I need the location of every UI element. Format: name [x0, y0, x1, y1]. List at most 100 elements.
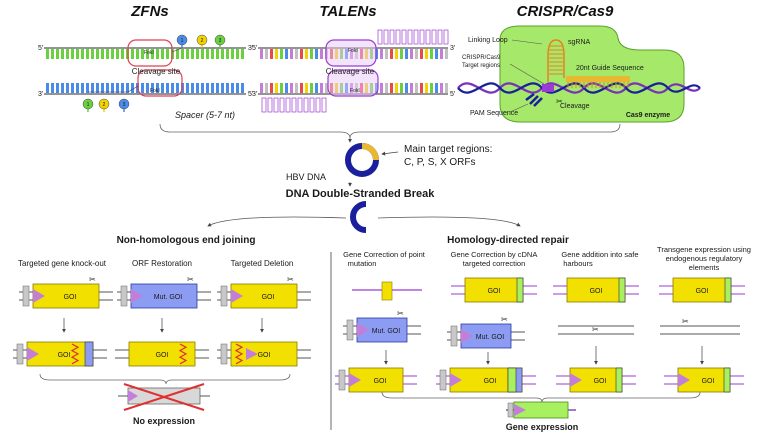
zfn-base-pair: [146, 83, 149, 93]
tale-repeat: [279, 97, 285, 113]
nhej-col1-title: Targeted gene knock-out: [18, 259, 107, 268]
promoter-arrow: [461, 329, 473, 343]
scissor-icon: ✂: [556, 97, 563, 106]
promoter-arrow: [349, 373, 361, 387]
promoter-arrow: [131, 289, 143, 303]
gene-cap: [220, 343, 228, 365]
zfn-base-pair: [46, 83, 49, 93]
talen-base-pair: [440, 49, 443, 59]
zfn-base-pair: [176, 83, 179, 93]
tale-repeat: [407, 29, 413, 45]
nhej-grouping-brace: [39, 373, 291, 385]
zfn-base-pair: [86, 83, 89, 93]
talen-base-pair: [405, 49, 408, 59]
zfn-base-pair: [236, 49, 239, 59]
tale-repeat: [261, 97, 267, 113]
scissor-icon: ✂: [187, 275, 194, 284]
tale-repeat: [395, 29, 401, 45]
zfn-base-pair: [241, 49, 244, 59]
talen-base-pair: [310, 83, 313, 93]
guide-sequence-label: 20nt Guide Sequence: [576, 65, 644, 72]
talen-base-pair: [265, 83, 268, 93]
zfn-base-pair: [126, 83, 129, 93]
talen-base-pair: [410, 49, 413, 59]
gene-expression-label: Gene expression: [506, 422, 579, 432]
zfn-base-pair: [186, 49, 189, 59]
no-expression-construct: [118, 383, 210, 411]
linking-loop-label: Linking Loop: [468, 37, 508, 44]
gene-exp-cap: [507, 402, 514, 418]
zfn-base-pair: [191, 49, 194, 59]
hdr-col2-title-b: targeted correction: [463, 259, 526, 268]
gene-exp-promoter: [514, 404, 526, 416]
gene-cap: [22, 285, 30, 307]
zfn-base-pair: [161, 49, 164, 59]
talen-base-pair: [265, 49, 268, 59]
pam-label: PAM Sequence: [470, 110, 518, 117]
zfn-base-pair: [141, 49, 144, 59]
point-donor: [381, 281, 393, 301]
talen-5prime-b: 5': [450, 91, 455, 98]
talen-base-pair: [430, 49, 433, 59]
hbv-target-arc: [361, 143, 379, 161]
talen-base-pair: [320, 83, 323, 93]
promoter-arrow: [27, 347, 39, 361]
crispr-target-pointer: [509, 63, 545, 85]
talen-base-pair: [260, 49, 263, 59]
gene-label: GOI: [156, 352, 169, 359]
zfn-base-pair: [166, 83, 169, 93]
zfn-base-pair: [201, 49, 204, 59]
talen-base-pair: [285, 49, 288, 59]
zfn-linker-top: [171, 47, 220, 53]
talen-base-pair: [275, 83, 278, 93]
tale-repeat: [303, 97, 309, 113]
talen-base-pair: [430, 83, 433, 93]
nhej-title: Non-homologous end joining: [117, 235, 256, 246]
gene-cap: [220, 285, 228, 307]
zinc-finger-number: 3: [219, 38, 222, 44]
gene-end-block: [723, 367, 731, 393]
zfn-base-pair: [51, 49, 54, 59]
hdr-col4-title-a: Transgene expression using: [657, 245, 751, 254]
zfn-base-pair: [196, 83, 199, 93]
zfn-base-pair: [96, 83, 99, 93]
talen-3prime-b: 3': [252, 91, 257, 98]
tale-repeat: [315, 97, 321, 113]
arrow-to-nhej: [207, 216, 347, 227]
talen-base-pair: [415, 49, 418, 59]
talen-base-pair: [280, 49, 283, 59]
zfn-base-pair: [151, 49, 154, 59]
zfn-base-pair: [106, 49, 109, 59]
talen-base-pair: [425, 49, 428, 59]
talen-base-pair: [300, 83, 303, 93]
talen-base-pair: [395, 83, 398, 93]
gene-box: [566, 277, 626, 303]
zfn-base-pair: [91, 83, 94, 93]
hbv-label: HBV DNA: [286, 172, 326, 182]
zfn-base-pair: [56, 83, 59, 93]
zinc-finger-number: 2: [201, 38, 204, 44]
zfn-base-pair: [231, 83, 234, 93]
sgrna-stem: [549, 45, 563, 75]
promoter-arrow: [33, 289, 45, 303]
gene-cap: [16, 343, 24, 365]
zfn-base-pair: [121, 49, 124, 59]
zinc-finger-icon: [118, 98, 130, 110]
broken-dna-circle: [350, 201, 367, 233]
tale-repeat: [401, 29, 407, 45]
talen-base-pair: [305, 83, 308, 93]
promoter-arrow: [231, 289, 243, 303]
zfn-base-pair: [66, 83, 69, 93]
zfn-base-pair: [156, 49, 159, 59]
hdr-col3-title-a: Gene addition into safe: [561, 250, 638, 259]
zfn-base-pair: [56, 49, 59, 59]
zfn-base-pair: [71, 83, 74, 93]
talen-base-pair: [400, 83, 403, 93]
tale-repeat: [425, 29, 431, 45]
scissor-icon: ✂: [592, 325, 599, 334]
gene-end-block: [84, 341, 94, 367]
zfn-base-pair: [91, 49, 94, 59]
zfn-base-pair: [226, 83, 229, 93]
zfn-base-pair: [121, 83, 124, 93]
